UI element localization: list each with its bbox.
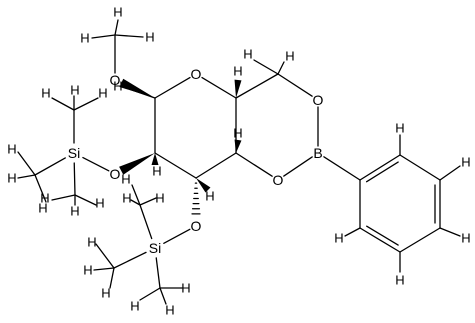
h-bond-4	[277, 61, 285, 75]
h-bond-8	[73, 97, 99, 111]
hydrogen-label-18: H	[95, 196, 104, 211]
hydrogen-label-9: H	[243, 47, 252, 62]
h-bond-1	[91, 34, 116, 39]
bond-Si2-Si2Me2	[113, 251, 147, 269]
h-bond-19	[93, 267, 115, 271]
bond-Ph1-Ph2-inner	[365, 161, 399, 183]
atom-O5-label: O	[191, 66, 202, 82]
hydrogen-label-20: H	[122, 191, 131, 206]
bond-C1-O5	[154, 76, 191, 99]
bond-O5-C5	[201, 76, 237, 99]
hydrogen-label-12: H	[98, 86, 107, 101]
h-bond-20	[109, 267, 115, 289]
hydrogen-label-4: H	[152, 164, 161, 179]
hydrogen-label-0: H	[113, 5, 122, 20]
hydrogen-label-28: H	[395, 121, 404, 136]
hydrogen-label-19: H	[121, 172, 130, 187]
bond-Si1-Si1Me2	[34, 157, 66, 176]
hydrogen-label-23: H	[83, 263, 92, 278]
atom-O2-label: O	[110, 166, 121, 182]
bond-Ph1-Ph2	[359, 154, 401, 181]
hydrogen-label-32: H	[334, 231, 343, 246]
hydrogen-label-5: H	[205, 189, 214, 204]
hydrogen-label-1: H	[80, 31, 89, 46]
hydrogen-label-14: H	[7, 171, 16, 186]
bond-C6-O6	[277, 73, 313, 97]
h-bond-9	[17, 151, 36, 176]
h-bond-16	[130, 199, 141, 206]
stereo-h-wedge-0	[234, 79, 242, 98]
hydrogen-label-17: H	[70, 204, 79, 219]
hydrogen-label-27: H	[181, 281, 190, 296]
hydrogen-label-15: H	[38, 201, 47, 216]
hydrogen-label-29: H	[461, 155, 470, 170]
stereo-h-wedge-3	[196, 178, 211, 193]
hydrogen-label-31: H	[395, 273, 404, 288]
hydrogen-label-24: H	[101, 286, 110, 301]
h-bond-2	[114, 34, 144, 38]
atom-Si1-label: Si	[68, 145, 80, 161]
bond-Ph4-Ph5	[399, 227, 441, 253]
hydrogen-label-30: H	[461, 231, 470, 246]
atom-Si2-label: Si	[149, 240, 161, 256]
h-bond-28	[344, 227, 361, 237]
stereo-h-wedge-2	[151, 153, 159, 165]
h-bond-17	[139, 197, 157, 206]
hydrogen-label-11: H	[70, 83, 79, 98]
atom-O1-label: O	[110, 72, 121, 88]
hydrogen-label-13: H	[7, 142, 16, 157]
bond-O3-Si2	[163, 228, 191, 244]
bond-O4-C4	[235, 152, 273, 177]
h-bond-3	[125, 87, 156, 99]
h-bond-22	[159, 287, 167, 305]
bond-Si2-Si2Me3	[155, 257, 161, 289]
hydrogen-label-8: H	[285, 49, 294, 64]
bond-C4-C3	[195, 152, 237, 179]
hydrogen-label-16: H	[40, 191, 49, 206]
h-bond-10	[17, 174, 36, 179]
bond-Ph5-Ph6	[359, 227, 401, 253]
h-bond-0	[114, 19, 119, 36]
h-bond-5	[253, 59, 279, 75]
bond-Ph5-Ph6-inner	[366, 225, 399, 246]
h-bond-12	[51, 194, 76, 201]
bond-Si2-Si2Me1	[139, 204, 153, 240]
bond-B-O4	[283, 156, 313, 177]
h-bond-14	[74, 194, 97, 206]
atom-O3-label: O	[191, 218, 202, 234]
hydrogen-label-2: H	[145, 30, 154, 45]
bond-C3-C2	[154, 152, 197, 179]
h-bond-25	[439, 165, 461, 181]
hydrogen-label-7: H	[233, 64, 242, 79]
stereo-h-wedge-1	[234, 139, 242, 153]
atom-B-label: B	[313, 145, 322, 161]
hydrogen-label-22: H	[87, 235, 96, 250]
atom-O4-label: O	[273, 172, 284, 188]
bond-C1-O1	[119, 78, 155, 98]
bond-Ph2-Ph3	[399, 154, 441, 181]
h-bond-18	[95, 243, 115, 269]
hydrogen-label-3: H	[113, 79, 122, 94]
atom-O6-label: O	[313, 92, 324, 108]
hydrogen-label-21: H	[155, 191, 164, 206]
bond-O2-Si1	[82, 156, 110, 172]
hydrogen-label-10: H	[41, 86, 50, 101]
hydrogen-label-6: H	[233, 126, 242, 141]
h-bond-11	[34, 174, 47, 203]
h-bond-21	[139, 287, 161, 301]
bond-C5-C6	[235, 73, 279, 99]
bond-C2-O2	[119, 153, 155, 175]
h-bond-15	[131, 184, 141, 206]
bond-B-Ph1	[323, 156, 361, 181]
bond-Si1-Si1Me3	[73, 162, 76, 196]
h-bond-6	[51, 97, 75, 111]
hydrogen-label-25: H	[130, 299, 139, 314]
bonds-layer	[17, 19, 461, 305]
hydrogen-label-26: H	[165, 303, 174, 318]
h-bond-26	[439, 227, 461, 237]
